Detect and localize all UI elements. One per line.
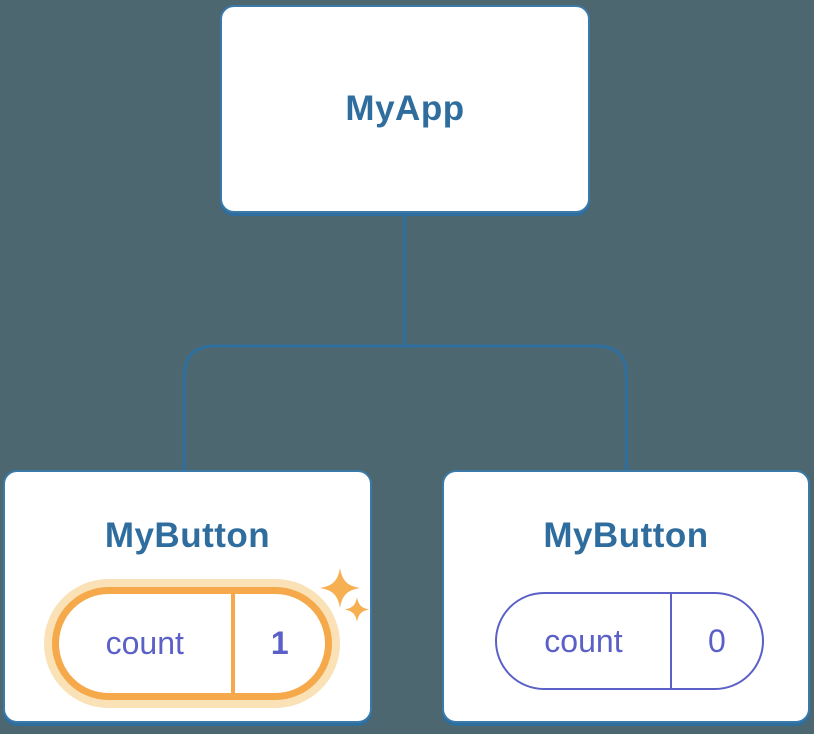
sparkle-icon <box>320 568 370 622</box>
child-node-mybutton-left: MyButton count 1 <box>3 470 372 723</box>
child-node-title: MyButton <box>104 516 271 555</box>
child-node-mybutton-right: MyButton count 0 <box>442 470 810 723</box>
state-pill-normal: count 0 <box>495 592 764 690</box>
state-pill-highlighted: count 1 <box>52 587 332 700</box>
state-key-label: count <box>497 594 672 688</box>
root-node-myapp: MyApp <box>220 5 590 213</box>
state-key-label: count <box>59 594 235 693</box>
child-node-title: MyButton <box>543 516 709 555</box>
state-value: 1 <box>270 625 289 661</box>
connector-branch <box>183 344 628 470</box>
root-node-title: MyApp <box>345 89 465 128</box>
state-value: 0 <box>708 622 726 659</box>
